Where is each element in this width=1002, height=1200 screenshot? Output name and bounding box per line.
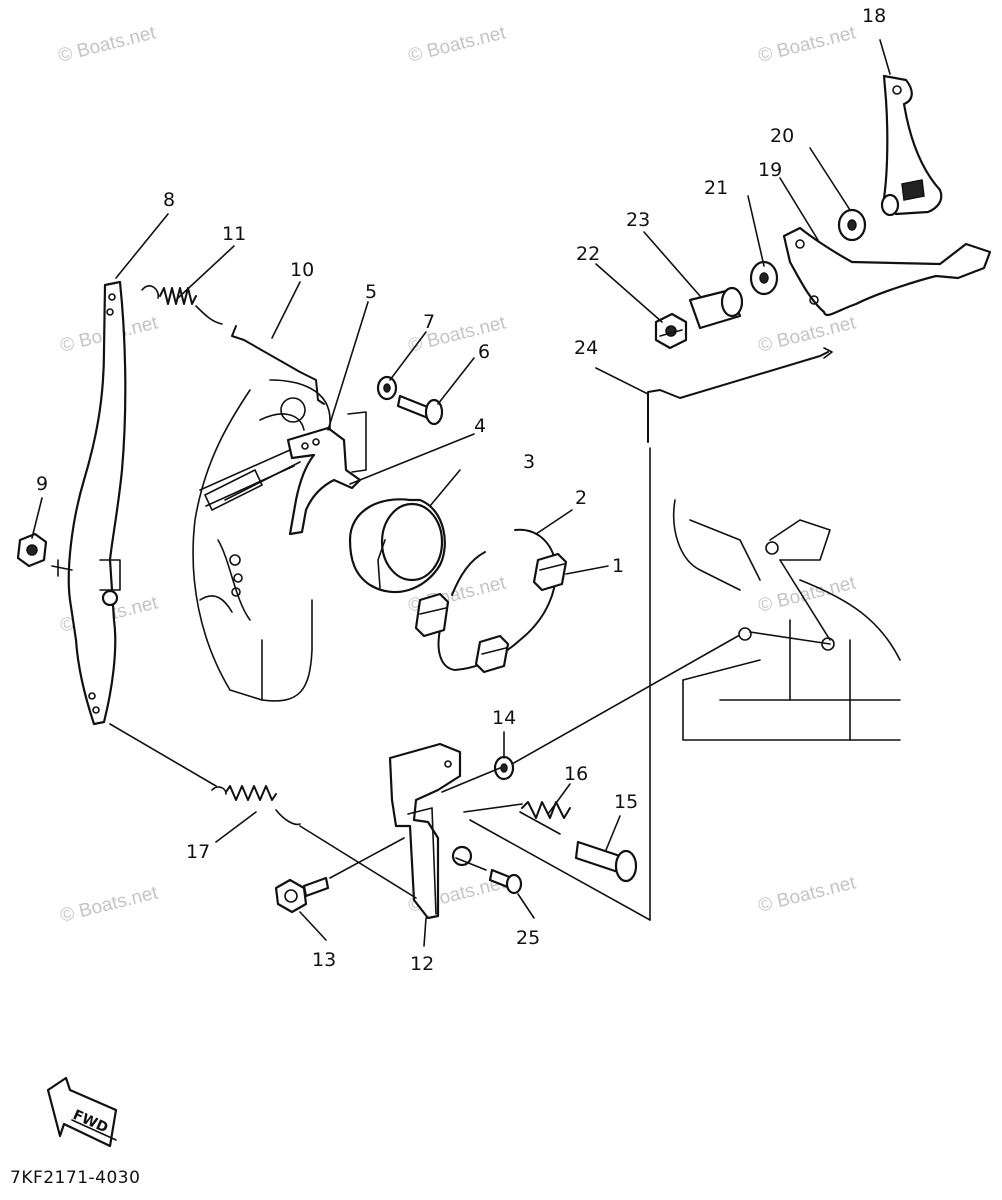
callout-18: 18 (862, 5, 886, 27)
callout-17: 17 (186, 841, 210, 863)
watermarks: © Boats.net © Boats.net © Boats.net © Bo… (56, 22, 858, 927)
callout-2: 2 (575, 487, 587, 509)
spring-11 (141, 285, 223, 325)
callout-4: 4 (474, 415, 486, 437)
watermark: © Boats.net (756, 22, 858, 67)
nut-22 (654, 312, 688, 350)
callout-23: 23 (626, 209, 650, 231)
watermark: © Boats.net (406, 22, 508, 67)
callout-24: 24 (574, 337, 598, 359)
diagram-code: 7KF2171-4030 (10, 1168, 140, 1188)
callout-13: 13 (312, 949, 336, 971)
callout-14: 14 (492, 707, 516, 729)
callout-1: 1 (612, 555, 624, 577)
callout-12: 12 (410, 953, 434, 975)
bolt-13 (274, 876, 330, 914)
callout-8: 8 (163, 189, 175, 211)
callout-9: 9 (36, 473, 48, 495)
callout-3: 3 (523, 451, 535, 473)
sleeve-23 (688, 286, 744, 330)
spring-16 (519, 801, 571, 835)
bracket-18 (880, 74, 943, 217)
washer-14 (493, 755, 515, 781)
callout-22: 22 (576, 243, 600, 265)
spring-17 (211, 785, 301, 826)
watermark: © Boats.net (756, 572, 858, 617)
forward-direction-arrow: FWD (46, 1076, 118, 1148)
nut-9 (16, 532, 73, 577)
watermark: © Boats.net (58, 882, 160, 927)
screw-6 (396, 394, 444, 426)
callout-numbers: 1 2 3 4 5 6 7 8 9 10 11 12 13 14 15 16 1… (36, 5, 886, 975)
bolt-15 (574, 840, 638, 883)
callout-25: 25 (516, 927, 540, 949)
rod-24 (647, 347, 833, 443)
callout-5: 5 (365, 281, 377, 303)
screw-25 (488, 868, 523, 895)
ring-3 (348, 498, 446, 594)
watermark: © Boats.net (756, 872, 858, 917)
rod-10 (231, 325, 325, 405)
plate-19 (782, 226, 992, 317)
callout-16: 16 (564, 763, 588, 785)
callout-15: 15 (614, 791, 638, 813)
engine-housing-left (192, 379, 331, 702)
washer-20 (837, 208, 867, 242)
assembly-lines (109, 329, 739, 921)
watermark: © Boats.net (756, 312, 858, 357)
callout-21: 21 (704, 177, 728, 199)
callout-7: 7 (423, 311, 435, 333)
watermark: © Boats.net (406, 312, 508, 357)
leader-lines (31, 39, 891, 947)
callout-20: 20 (770, 125, 794, 147)
bracket-12 (388, 742, 473, 920)
callout-19: 19 (758, 159, 782, 181)
callout-6: 6 (478, 341, 490, 363)
wire-clamp-assembly (414, 528, 568, 674)
shift-lever-5 (199, 426, 362, 536)
callout-10: 10 (290, 259, 314, 281)
watermark: © Boats.net (56, 22, 158, 67)
washer-7 (376, 375, 398, 401)
callout-11: 11 (222, 223, 246, 245)
engine-housing-right (672, 499, 901, 741)
lever-arm (67, 280, 127, 726)
washer-21 (749, 260, 779, 296)
